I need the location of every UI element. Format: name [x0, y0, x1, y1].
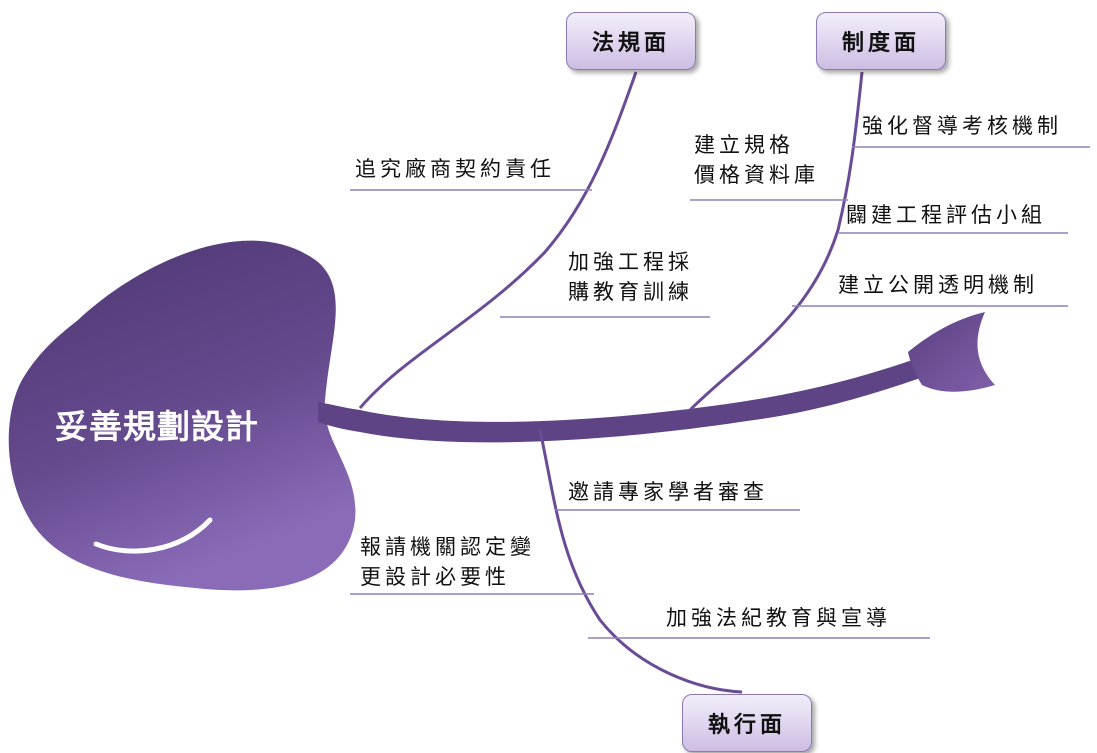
- problem-title: 妥善規劃設計: [55, 407, 259, 446]
- category-law-box: 法規面: [566, 12, 696, 70]
- cause-exec-1: 邀請專家學者審查: [568, 480, 768, 504]
- bone-execution: [538, 429, 743, 694]
- fish-tail: [908, 312, 995, 392]
- category-system-box: 制度面: [816, 12, 946, 70]
- cause-exec-2: 報請機關認定變 更設計必要性: [360, 535, 535, 589]
- fish-highlight: [93, 517, 213, 554]
- cause-law-2: 加強工程採 購教育訓練: [568, 250, 693, 304]
- category-execution-box: 執行面: [682, 694, 812, 752]
- cause-system-4: 建立公開透明機制: [838, 273, 1038, 297]
- bone-system: [688, 71, 864, 412]
- cause-system-3: 闢建工程評估小組: [846, 203, 1046, 227]
- cause-law-1: 追究廠商契約責任: [355, 157, 555, 181]
- cause-system-1: 強化督導考核機制: [862, 114, 1062, 138]
- cause-exec-3: 加強法紀教育與宣導: [666, 606, 891, 630]
- fish-spine: [318, 352, 938, 443]
- fish-head: [8, 240, 356, 591]
- cause-system-2: 建立規格 價格資料庫: [694, 133, 819, 187]
- bone-law: [358, 71, 638, 409]
